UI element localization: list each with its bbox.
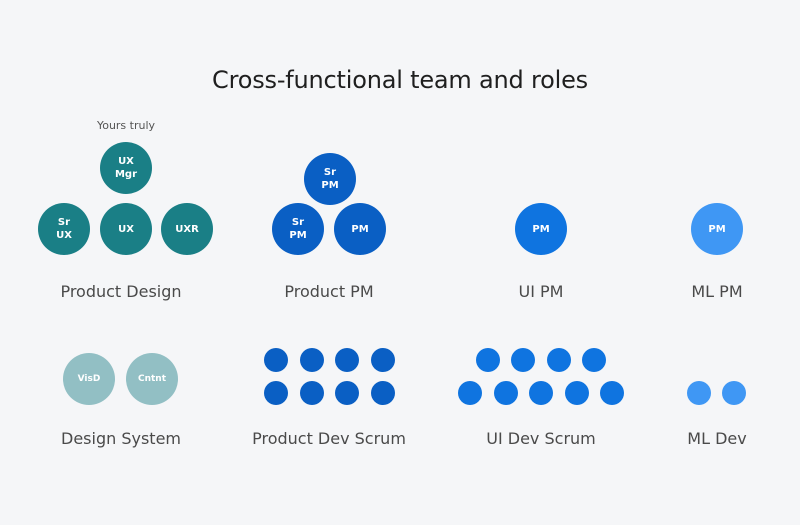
visd-circle: VisD bbox=[63, 353, 115, 405]
product-dev-member bbox=[300, 348, 324, 372]
ui-dev-member bbox=[547, 348, 571, 372]
cntnt-circle: Cntnt bbox=[126, 353, 178, 405]
ml-dev-member bbox=[687, 381, 711, 405]
ui-dev-member bbox=[529, 381, 553, 405]
ux-circle: UX bbox=[100, 203, 152, 255]
product-dev-member bbox=[300, 381, 324, 405]
ui-dev-member bbox=[582, 348, 606, 372]
sr-ux-circle: Sr UX bbox=[38, 203, 90, 255]
ui-dev-member bbox=[476, 348, 500, 372]
product-dev-member bbox=[264, 348, 288, 372]
product-dev-member bbox=[371, 381, 395, 405]
product-dev-member bbox=[335, 348, 359, 372]
product-dev-scrum-label: Product Dev Scrum bbox=[252, 429, 406, 448]
ml-dev-member bbox=[722, 381, 746, 405]
ux-mgr-circle: UX Mgr bbox=[100, 142, 152, 194]
ml-pm-circle: PM bbox=[691, 203, 743, 255]
ui-pm-label: UI PM bbox=[518, 282, 564, 301]
sr-pm-circle: Sr PM bbox=[272, 203, 324, 255]
ui-dev-member bbox=[458, 381, 482, 405]
design-system-label: Design System bbox=[61, 429, 181, 448]
product-dev-member bbox=[264, 381, 288, 405]
ui-dev-member bbox=[494, 381, 518, 405]
product-design-label: Product Design bbox=[60, 282, 182, 301]
ui-dev-scrum-label: UI Dev Scrum bbox=[486, 429, 596, 448]
sr-pm-circle-top: Sr PM bbox=[304, 153, 356, 205]
product-dev-member bbox=[371, 348, 395, 372]
ui-dev-member bbox=[600, 381, 624, 405]
diagram-title: Cross-functional team and roles bbox=[212, 66, 588, 94]
yours-truly-annotation: Yours truly bbox=[96, 119, 156, 132]
ui-dev-member bbox=[511, 348, 535, 372]
uxr-circle: UXR bbox=[161, 203, 213, 255]
ml-dev-label: ML Dev bbox=[687, 429, 747, 448]
product-dev-member bbox=[335, 381, 359, 405]
ui-dev-member bbox=[565, 381, 589, 405]
pm-circle: PM bbox=[334, 203, 386, 255]
ui-pm-circle: PM bbox=[515, 203, 567, 255]
product-pm-label: Product PM bbox=[284, 282, 374, 301]
ml-pm-label: ML PM bbox=[691, 282, 743, 301]
